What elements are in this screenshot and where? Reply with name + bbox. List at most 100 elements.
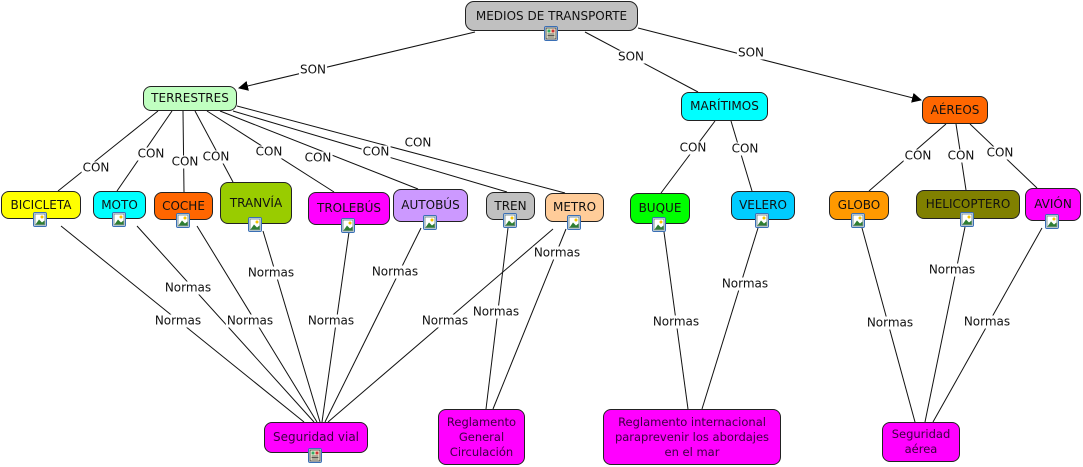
concept-seguridad-vial[interactable]: Seguridad vial [264,422,368,463]
concept-label-line: Seguridad [891,427,951,441]
linking-phrase[interactable]: CON [81,160,111,175]
linking-phrase[interactable]: Normas [153,313,203,328]
linking-phrase[interactable]: Normas [246,265,296,280]
concept-tranvia[interactable]: TRANVÍA [220,182,292,232]
link-line-tren-reglamento_gc [485,227,509,410]
concept-reglamento-internacional[interactable]: Reglamento internacional paraprevenir lo… [603,409,781,465]
linking-phrase[interactable]: Normas [471,304,521,319]
concept-label: BICICLETA [10,197,72,212]
link-line-terrestres-coche [182,110,185,193]
concept-trolebus[interactable]: TROLEBÚS [308,192,390,233]
linking-phrase[interactable]: Normas [420,313,470,328]
concept-label: TRANVÍA [229,195,283,210]
concept-bicicleta[interactable]: BICICLETA [1,191,81,227]
link-line-autobus-seguridad_vial [324,227,422,423]
linking-phrase[interactable]: Normas [370,264,420,279]
linking-phrase[interactable]: CON [403,135,433,150]
linking-phrase[interactable]: CON [170,154,200,169]
linking-phrase[interactable]: Normas [163,280,213,295]
linking-phrase[interactable]: Normas [532,245,582,260]
linking-phrase[interactable]: CON [201,149,231,164]
linking-phrase[interactable]: CON [730,141,760,156]
concept-label: VELERO [739,198,787,212]
concept-label: MEDIOS DE TRANSPORTE [475,8,628,23]
concept-label-line: Reglamento internacional [618,414,766,429]
concept-moto[interactable]: MOTO [93,191,146,227]
image-icon[interactable] [175,213,190,228]
concept-label: TREN [494,198,527,213]
link-line-terrestres-metro [236,105,566,194]
concept-label: MOTO [101,197,138,212]
image-icon[interactable] [248,217,262,232]
linking-phrase[interactable]: CON [136,146,166,161]
concept-label: COCHE [162,198,205,213]
linking-phrase[interactable]: CON [903,148,933,163]
document-icon[interactable] [543,26,558,41]
linking-phrase[interactable]: Normas [225,313,275,328]
link-line-velero-reglamento_int [701,227,759,410]
concept-metro[interactable]: METRO [545,193,604,230]
concept-terrestres[interactable]: TERRESTRES [143,86,237,111]
concept-label-line: General [458,429,505,444]
concept-label-line: Circulación [449,444,514,459]
concept-coche[interactable]: COCHE [154,192,213,228]
image-icon[interactable] [566,215,581,230]
linking-phrase[interactable]: SON [616,49,646,64]
link-line-helicoptero-seguridad_aerea [924,226,966,423]
linking-phrase[interactable]: Normas [651,314,701,329]
concept-tren[interactable]: TREN [486,192,535,228]
image-icon[interactable] [755,213,769,228]
link-line-terrestres-tranvia [194,110,234,183]
image-icon[interactable] [502,213,517,228]
linking-phrase[interactable]: Normas [720,276,770,291]
concept-label: AÉREOS [930,102,980,117]
link-line-moto-seguridad_vial [136,225,315,423]
linking-phrase[interactable]: Normas [962,314,1012,329]
linking-phrase[interactable]: CON [361,144,391,159]
linking-phrase[interactable]: CON [254,144,284,159]
linking-phrase[interactable]: SON [736,45,766,60]
linking-phrase[interactable]: CON [985,145,1015,160]
concept-label: METRO [552,200,597,214]
link-line-maritimos-velero [730,120,753,192]
concept-medios-de-transporte[interactable]: MEDIOS DE TRANSPORTE [465,1,638,41]
linking-phrase[interactable]: CON [303,150,333,165]
image-icon[interactable] [1045,214,1059,229]
concept-label-line: paraprevenir los abordajes [614,429,770,444]
link-line-root-terrestres [238,31,476,91]
link-line-terrestres-bicicleta [57,110,159,192]
concept-reglamento-general-circulacion[interactable]: Reglamento General Circulación [438,409,525,465]
image-icon[interactable] [652,217,666,232]
concept-autobus[interactable]: AUTOBÚS [393,189,468,230]
image-icon[interactable] [341,218,355,233]
image-icon[interactable] [422,215,437,230]
linking-phrase[interactable]: CON [678,140,708,155]
image-icon[interactable] [851,213,865,228]
concept-seguridad-aerea[interactable]: Seguridad aérea [882,422,960,462]
image-icon[interactable] [111,212,126,227]
concept-buque[interactable]: BUQUE [630,193,690,232]
concept-velero[interactable]: VELERO [731,191,795,228]
linking-phrase[interactable]: Normas [865,315,915,330]
concept-label: AVIÓN [1034,197,1072,211]
concept-globo[interactable]: GLOBO [829,191,889,228]
concept-label: HELICOPTERO [925,197,1011,211]
concept-label-line: Reglamento [446,414,517,429]
linking-phrase[interactable]: Normas [306,313,356,328]
concept-aereos[interactable]: AÉREOS [922,96,988,124]
concept-helicoptero[interactable]: HELICOPTERO [916,190,1020,227]
concept-maritimos[interactable]: MARÍTIMOS [681,92,768,121]
concept-label: MARÍTIMOS [690,99,759,113]
concept-label: BUQUE [638,201,682,215]
linking-phrase[interactable]: SON [298,62,328,77]
image-icon[interactable] [33,212,47,227]
concept-label: GLOBO [837,198,881,212]
link-line-tranvia-seguridad_vial [262,230,321,423]
linking-phrase[interactable]: Normas [927,262,977,277]
linking-phrase[interactable]: CON [946,148,976,163]
link-line-root-aereos [637,27,922,103]
concept-label-line: aérea [904,442,938,456]
concept-avion[interactable]: AVIÓN [1025,188,1081,229]
document-icon[interactable] [308,448,322,463]
image-icon[interactable] [960,212,974,227]
